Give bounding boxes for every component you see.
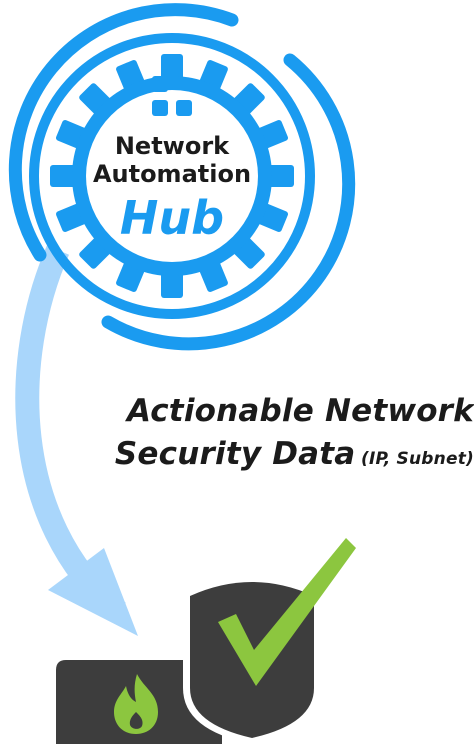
- hub-title-line1: Network: [115, 132, 230, 160]
- shield-check-icon: [183, 538, 356, 744]
- hub-title-line2: Automation: [93, 160, 251, 188]
- firewall-flame-icon: [114, 674, 158, 734]
- caption-line2: Security Data (IP, Subnet): [114, 436, 474, 472]
- gear-center: [86, 90, 258, 262]
- caption: Actionable Network Security Data (IP, Su…: [60, 392, 474, 478]
- check-mark: [218, 538, 356, 686]
- middle-ring: [29, 33, 315, 319]
- squares-logo-icon: [152, 76, 192, 116]
- caption-line1: Actionable Network: [126, 393, 474, 429]
- flow-arrow-icon: [15, 245, 138, 636]
- caption-note: (IP, Subnet): [361, 449, 474, 469]
- hub-title-line3: Hub: [120, 191, 224, 245]
- firewall-device: [56, 660, 222, 744]
- outer-ring-arc-right: [101, 53, 356, 351]
- outer-ring-arc-left: [8, 3, 239, 262]
- hub-logo: Network Automation Hub: [8, 3, 356, 351]
